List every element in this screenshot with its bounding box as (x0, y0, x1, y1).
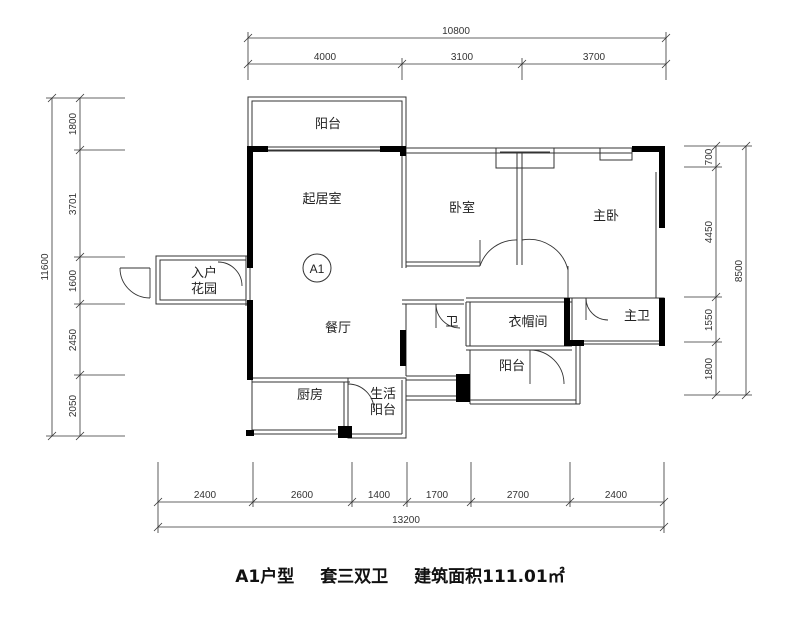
label-master-bedroom: 主卧 (593, 209, 619, 224)
label-living-room: 起居室 (302, 191, 341, 207)
dim-top-seg-2: 3100 (451, 52, 474, 63)
label-bath: 卫 (445, 315, 458, 330)
caption-layout: 套三双卫 (320, 567, 389, 587)
dim-bottom-seg-6: 2400 (605, 490, 628, 501)
dim-top-seg-1: 4000 (314, 52, 337, 63)
dim-bottom-seg-5: 2700 (507, 490, 530, 501)
dim-right-seg-4: 1800 (704, 357, 715, 380)
dim-right-seg-3: 1550 (704, 308, 715, 331)
dim-left-seg-4: 2450 (68, 328, 79, 351)
dim-bottom-overall: 13200 (392, 515, 420, 526)
bottom-dimensions (153, 462, 669, 533)
dim-left-seg-5: 2050 (68, 394, 79, 417)
dim-top-seg-3: 3700 (583, 52, 606, 63)
label-balcony-mid: 阳台 (499, 359, 525, 374)
dim-left-seg-1: 1800 (68, 112, 79, 135)
label-kitchen: 厨房 (297, 387, 323, 403)
label-service-balcony-2: 阳台 (370, 403, 396, 418)
dim-left-overall: 11600 (40, 253, 51, 281)
left-dimensions (46, 93, 125, 441)
label-balcony-top: 阳台 (315, 117, 341, 132)
label-entry-garden-2: 花园 (191, 281, 217, 297)
caption-unit-type: A1户型 (235, 567, 295, 587)
dim-left-seg-2: 3701 (68, 192, 79, 215)
label-entry-garden-1: 入户 (191, 265, 217, 281)
unit-tag: A1 (310, 262, 325, 276)
top-dimensions (243, 32, 671, 80)
unit-tag-circle (302, 253, 332, 283)
label-bedroom: 卧室 (449, 200, 475, 216)
right-dimensions (684, 141, 752, 400)
dim-bottom-seg-2: 2600 (291, 490, 314, 501)
solid-walls (246, 146, 665, 438)
label-service-balcony-1: 生活 (370, 387, 396, 402)
plan-caption: A1户型 套三双卫 建筑面积111.01㎡ (0, 562, 800, 587)
door-swings (119, 238, 609, 411)
dim-right-overall: 8500 (734, 259, 745, 282)
dim-right-seg-2: 4450 (704, 220, 715, 243)
thin-walls (155, 96, 665, 439)
dim-top-overall: 10800 (442, 26, 470, 37)
dim-bottom-seg-4: 1700 (426, 490, 449, 501)
dim-right-seg-1: 700 (704, 148, 715, 165)
dim-left-seg-3: 1600 (68, 269, 79, 292)
label-closet: 衣帽间 (508, 314, 547, 330)
caption-area: 建筑面积111.01㎡ (414, 567, 565, 587)
label-master-bath: 主卫 (624, 309, 650, 324)
label-dining: 餐厅 (325, 320, 351, 336)
dim-bottom-seg-3: 1400 (368, 490, 391, 501)
dim-bottom-seg-1: 2400 (194, 490, 217, 501)
